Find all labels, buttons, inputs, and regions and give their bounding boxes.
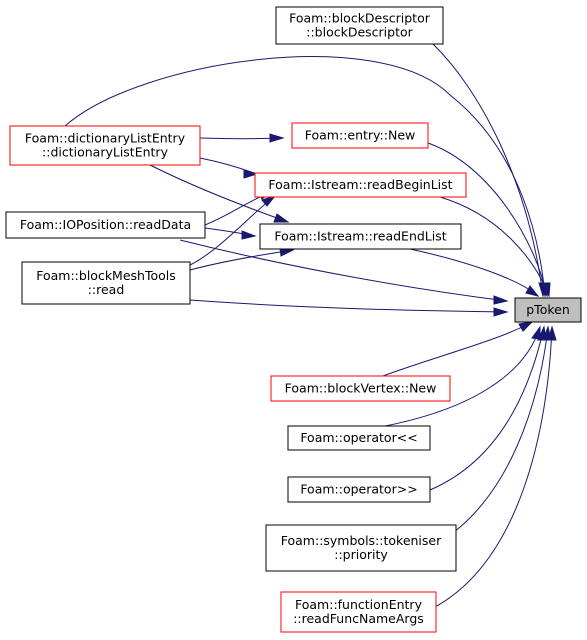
graph-edges: [64, 43, 553, 608]
edge-tokeniser-to-ptoken: [437, 326, 549, 544]
node-foam-blockmeshtools-read-box: [21, 261, 191, 305]
node-foam-istream-readbeginlist-label-1: Foam::Istream::readBeginList: [268, 177, 452, 192]
node-foam-dictionarylistentry-dictionarylistentry-box: [9, 125, 201, 166]
node-foam-operator-box: [287, 476, 431, 503]
node-foam-operator-label-1: Foam::operator<<: [300, 430, 417, 445]
node-foam-blockdescriptor-blockdescriptor-box: [275, 6, 444, 45]
arrowhead-readbeginlist-from-blockmeshtools: [261, 195, 277, 207]
node-foam-operator-label-1: Foam::operator>>: [300, 482, 417, 497]
node-ptoken-target-box: [514, 297, 582, 323]
node-foam-ioposition-readdata-box: [5, 211, 206, 239]
node-foam-symbols-tokeniser-priority-label-1: Foam::symbols::tokeniser: [281, 533, 442, 548]
node-foam-functionentry-readfuncnameargs[interactable]: Foam::functionEntry::readFuncNameArgs: [280, 591, 437, 633]
node-foam-blockmeshtools-read[interactable]: Foam::blockMeshTools::read: [21, 261, 191, 305]
node-foam-dictionarylistentry-dictionarylistentry-label-1: Foam::dictionaryListEntry: [25, 131, 186, 146]
node-ptoken-target-label-1: pToken: [526, 302, 570, 317]
graph-arrowheads: [241, 133, 557, 341]
edge-ioposition-to-ptoken: [179, 239, 508, 302]
node-foam-blockvertex-new-label-1: Foam::blockVertex::New: [285, 381, 437, 396]
node-foam-blockmeshtools-read-label-1: Foam::blockMeshTools: [36, 268, 176, 283]
node-foam-entry-new[interactable]: Foam::entry::New: [291, 122, 429, 149]
node-foam-symbols-tokeniser-priority-label-2: ::priority: [334, 547, 388, 562]
node-foam-blockdescriptor-blockdescriptor[interactable]: Foam::blockDescriptor::blockDescriptor: [275, 6, 444, 45]
node-foam-blockdescriptor-blockdescriptor-label-2: ::blockDescriptor: [306, 25, 413, 40]
edge-dictionarylistentry-to-ptoken: [64, 56, 546, 297]
node-foam-blockvertex-new[interactable]: Foam::blockVertex::New: [270, 375, 451, 402]
edge-dictionarylistentry-to-readendlist: [149, 164, 289, 223]
arrowhead-readendlist-from-dle: [273, 213, 290, 223]
node-foam-dictionarylistentry-dictionarylistentry-label-2: ::dictionaryListEntry: [42, 145, 169, 160]
edge-operatorlshift-to-ptoken: [379, 326, 541, 428]
arrowhead-readbeginlist-from-dle: [243, 169, 259, 179]
arrowhead-readendlist-from-ioposition: [241, 230, 257, 240]
arrowhead-blockvertexnew-to-ptoken: [518, 321, 534, 332]
arrowhead-entrynew: [269, 133, 285, 143]
edge-blockvertexnew-to-ptoken: [379, 321, 533, 378]
node-ptoken-target[interactable]: pToken: [514, 297, 582, 323]
node-foam-istream-readendlist-box: [259, 223, 462, 250]
node-foam-entry-new-label-1: Foam::entry::New: [305, 128, 415, 143]
graph-nodes: Foam::blockDescriptor::blockDescriptorFo…: [5, 6, 582, 633]
node-foam-operator[interactable]: Foam::operator>>: [287, 476, 431, 503]
node-foam-istream-readbeginlist[interactable]: Foam::Istream::readBeginList: [254, 172, 467, 198]
arrowhead-functionentry-to-ptoken: [547, 325, 557, 341]
node-foam-symbols-tokeniser-priority[interactable]: Foam::symbols::tokeniser::priority: [265, 524, 457, 572]
node-foam-functionentry-readfuncnameargs-label-2: ::readFuncNameArgs: [293, 611, 424, 626]
node-foam-entry-new-box: [291, 122, 429, 149]
node-foam-operator-box: [287, 425, 431, 451]
edge-functionentry-to-ptoken: [434, 326, 553, 608]
edge-operatorrshift-to-ptoken: [429, 326, 545, 491]
edge-readendlist-to-ptoken: [409, 248, 539, 297]
node-foam-functionentry-readfuncnameargs-box: [280, 591, 437, 633]
node-foam-operator[interactable]: Foam::operator<<: [287, 425, 431, 451]
node-foam-istream-readbeginlist-box: [254, 172, 467, 198]
edge-entrynew-to-ptoken: [427, 142, 548, 297]
node-foam-blockdescriptor-blockdescriptor-label-1: Foam::blockDescriptor: [289, 11, 431, 26]
edge-blockmeshtools-to-readendlist: [189, 249, 294, 271]
arrowhead-operatorlshift-to-ptoken: [531, 325, 541, 340]
node-foam-ioposition-readdata-label-1: Foam::IOPosition::readData: [20, 217, 191, 232]
arrowhead-blockmeshtools-to-ptoken: [493, 307, 509, 317]
arrowhead-ioposition-to-ptoken: [493, 295, 509, 305]
node-foam-dictionarylistentry-dictionarylistentry[interactable]: Foam::dictionaryListEntry::dictionaryLis…: [9, 125, 201, 166]
node-foam-symbols-tokeniser-priority-box: [265, 524, 457, 572]
arrowhead-readendlist-to-ptoken: [525, 285, 540, 297]
node-foam-istream-readendlist[interactable]: Foam::Istream::readEndList: [259, 223, 462, 250]
arrowhead-readbeginlist-to-ptoken: [541, 282, 551, 298]
node-foam-blockmeshtools-read-label-2: ::read: [88, 282, 125, 297]
node-foam-istream-readendlist-label-1: Foam::Istream::readEndList: [274, 229, 446, 244]
edge-blockdescriptor-to-ptoken: [432, 43, 544, 297]
node-foam-ioposition-readdata[interactable]: Foam::IOPosition::readData: [5, 211, 206, 239]
edge-blockmeshtools-to-ptoken: [189, 299, 508, 313]
node-foam-blockvertex-new-box: [270, 375, 451, 402]
node-foam-functionentry-readfuncnameargs-label-1: Foam::functionEntry: [295, 597, 423, 612]
